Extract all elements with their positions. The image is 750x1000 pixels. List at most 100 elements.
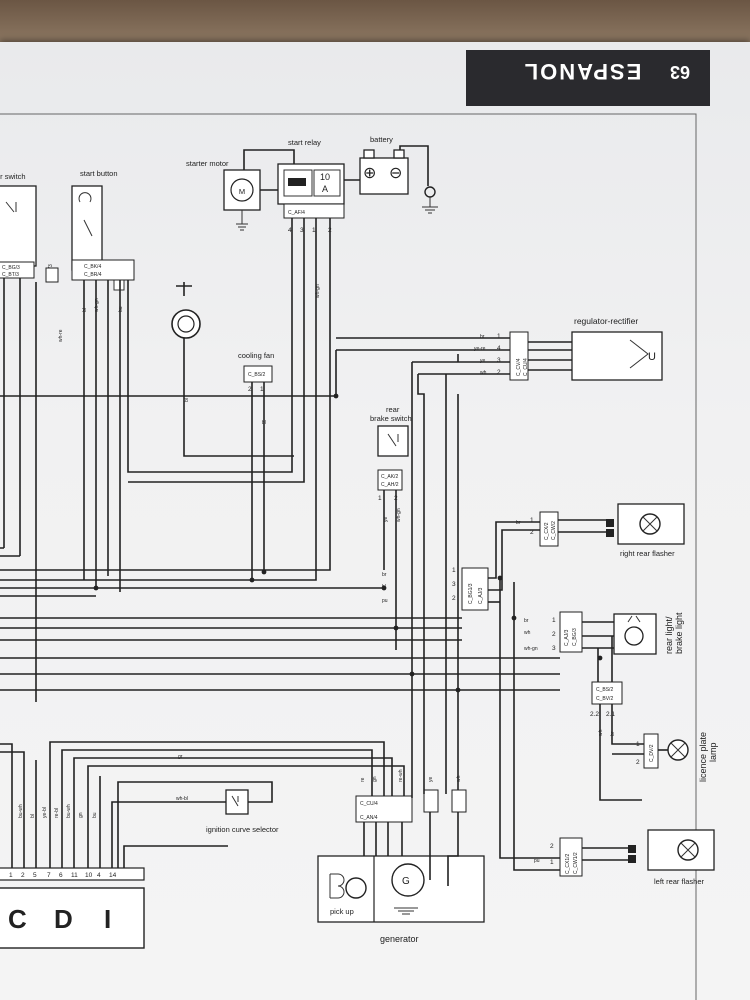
battery-label: battery — [370, 135, 393, 144]
rl-pin-1: 1 — [552, 617, 556, 624]
manual-page: 63 ESPANOL er switch C_BG/3 C_BT/3 C_BG/… — [0, 42, 750, 1000]
wire-pu-mid: pu — [382, 598, 388, 604]
wiring-diagram: 63 ESPANOL er switch C_BG/3 C_BT/3 C_BG/… — [0, 50, 718, 1000]
relay-pin-4: 4 — [288, 227, 292, 234]
start-button-box — [71, 185, 103, 271]
connector-aj3-label: C_AJ/3 — [478, 587, 484, 604]
connector-bs2 — [243, 365, 273, 383]
left-rear-flasher-label: left rear flasher — [654, 877, 705, 886]
connector-dv2-label: C_DV/2 — [649, 744, 655, 762]
wire-wh-reg: wh — [480, 370, 487, 376]
connector-bv2-label: C_BV/2 — [596, 696, 613, 702]
lp-pin-2: 2 — [636, 759, 640, 766]
generator-label: generator — [380, 934, 419, 944]
rflash-pin-1: 1 — [530, 517, 534, 524]
wire-bl-sb: bl — [82, 308, 88, 312]
wire-gn-ecu: gn — [78, 812, 84, 818]
lp-pin-22: 2.2 — [590, 711, 599, 718]
rl-pin-3: 3 — [552, 645, 556, 652]
wire-buwh2-ecu: bu-wh — [66, 804, 72, 818]
ecu-pin-10: 10 — [85, 872, 93, 879]
lflash-pin-1: 1 — [550, 859, 554, 866]
connector-bs2b — [591, 681, 623, 705]
rflash-pin-2: 2 — [530, 529, 534, 536]
fuse-rating: 10 — [320, 172, 330, 182]
fan-pin-2: 2 — [248, 386, 252, 393]
ecu-box — [0, 887, 145, 949]
bg-pin-2: 2 — [452, 595, 456, 602]
connector-cx2-label: C_CX/2 — [544, 522, 550, 540]
reg-pin-4: 4 — [497, 345, 501, 352]
connector-ak2 — [377, 469, 403, 491]
regulator-rectifier-box — [571, 331, 663, 381]
wire-whgn-sb: wh-gn — [94, 298, 100, 312]
ecu-pin-11: 11 — [71, 872, 78, 879]
connector-cx12-label: C_CX1/2 — [565, 853, 571, 874]
connector-cx12 — [559, 837, 583, 877]
ecu-letter-i: I — [104, 904, 111, 934]
connector-bk4-label: C_BK/4 — [84, 264, 101, 270]
wire-gr-ics: gr — [178, 754, 183, 760]
wire-whbl-ics: wh-bl — [176, 796, 188, 802]
wire-wh-rl: wh — [524, 630, 531, 636]
ignition-curve-selector-box — [225, 789, 249, 815]
bg-pin-3: 3 — [452, 581, 456, 588]
wire-whgn-brake: wh-gn — [396, 508, 402, 522]
wire-gn-gen: gn — [372, 776, 378, 782]
fuse-icon — [313, 169, 341, 197]
wire-buwh-ecu: bu-wh — [18, 804, 24, 818]
connector-cu4b — [355, 795, 413, 823]
connector-cv4 — [509, 331, 529, 381]
ecu-letter-d: D — [54, 904, 73, 934]
wire-rewh-gen: re-wh — [398, 769, 404, 782]
language-label: ESPANOL — [523, 59, 642, 84]
regulator-symbol: U — [648, 351, 656, 363]
connector-bg13-label: C_BG1/3 — [468, 583, 474, 604]
relay-pin-1: 1 — [312, 227, 316, 234]
wire-pu-lf: pu — [534, 858, 540, 864]
ecu-pin-14: 14 — [109, 872, 117, 879]
connector-bt3-label: C_BT/3 — [2, 272, 19, 278]
wire-br-mid: br — [382, 572, 387, 578]
ecu-pin-strip — [0, 867, 145, 881]
rear-brake-label-2: brake switch — [370, 414, 412, 423]
wire-yere-reg: ye-re — [474, 346, 486, 352]
starter-switch-box — [0, 185, 37, 267]
starter-switch-label: er switch — [0, 172, 26, 181]
wire-whgn-rl: wh-gn — [524, 646, 538, 652]
connector-af4 — [283, 203, 345, 219]
ignition-curve-selector-label: ignition curve selector — [206, 825, 279, 834]
connector-bg3c-label: C_BG/3 — [572, 628, 578, 646]
language-tab[interactable]: 63 ESPANOL — [466, 50, 710, 106]
connector-aj3b-label: C_AJ/3 — [564, 629, 570, 646]
battery-minus-icon: ⊖ — [389, 165, 402, 182]
connector-bs2b-label: C_BS/2 — [596, 687, 613, 693]
wire-br-rl: br — [524, 618, 529, 624]
start-button-label: start button — [80, 169, 118, 178]
wire-re-gen: re — [360, 777, 366, 782]
lflash-pin-2: 2 — [550, 843, 554, 850]
ignition-key-icon — [171, 309, 201, 339]
connector-an4-label: C_AN/4 — [360, 815, 378, 821]
wire-rebl-ecu: re-bl — [54, 808, 60, 818]
battery-plus-icon: ⊕ — [363, 165, 376, 182]
generator-connector-a — [423, 789, 439, 813]
generator-icon — [391, 863, 425, 897]
ecu-pin-6: 6 — [59, 872, 63, 879]
connector-ah2-label: C_AH/2 — [381, 482, 399, 488]
wire-br-lp: br — [610, 731, 616, 736]
reg-pin-1: 1 — [497, 333, 501, 340]
wire-bl-ecu: bl — [30, 814, 36, 818]
connector-bg3 — [0, 261, 35, 279]
wire-whgn-relay: wh-gn — [315, 284, 321, 298]
reg-pin-3: 3 — [497, 357, 501, 364]
right-rear-flasher-label: right rear flasher — [620, 549, 675, 558]
wire-yebl-ecu: ye-bl — [42, 807, 48, 818]
brake-pin-1: 1 — [378, 495, 382, 502]
connector-dv2 — [643, 733, 659, 769]
ecu-pin-4: 4 — [97, 872, 101, 879]
wire-bl-fan: bl — [262, 420, 266, 426]
connector-cw12-label: C_CW1/2 — [573, 852, 579, 874]
connector-bg3b — [45, 267, 59, 283]
cooling-fan-label: cooling fan — [238, 351, 274, 360]
